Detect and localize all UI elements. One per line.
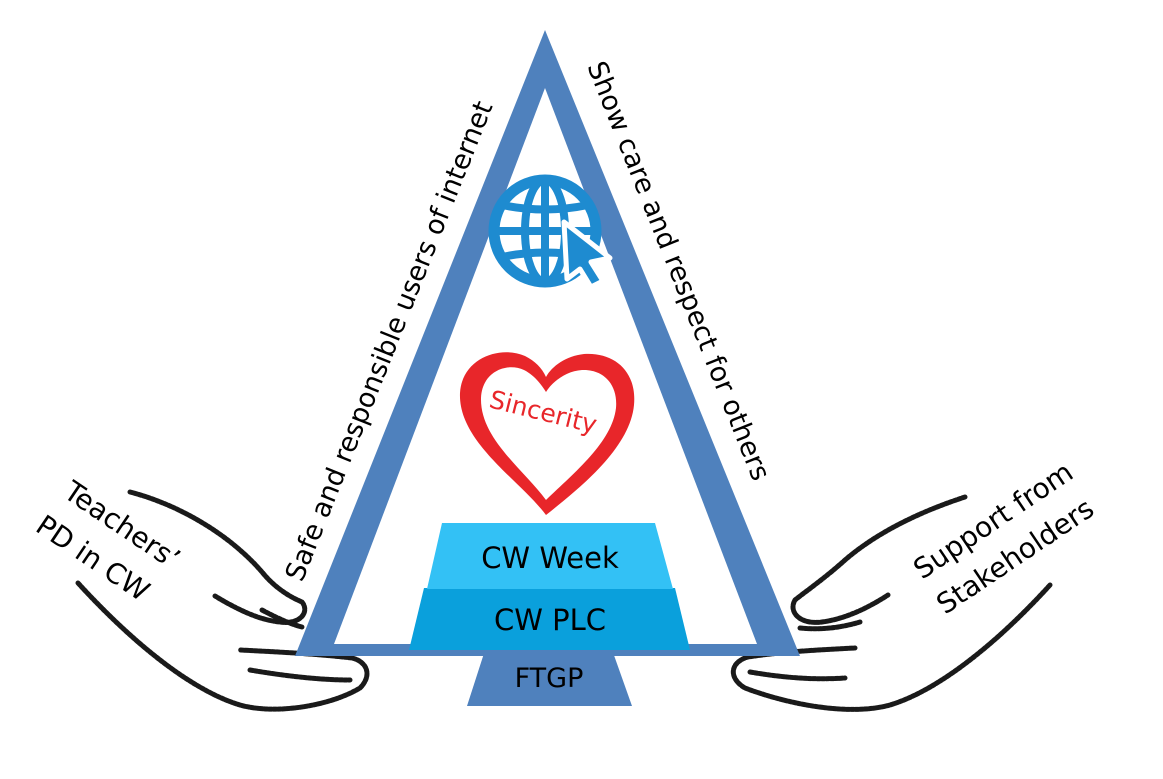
right-lower-hand-finger xyxy=(747,669,848,682)
right-upper-hand xyxy=(790,494,968,625)
left-lower-hand-finger xyxy=(247,667,353,683)
tier-top-label: CW Week xyxy=(481,541,619,575)
tier-middle xyxy=(409,588,690,650)
left-upper-hand xyxy=(127,489,308,625)
heart-icon: Sincerity xyxy=(459,352,635,515)
tier-stack: FTGP CW PLC CW Week xyxy=(409,523,690,706)
tier-top xyxy=(427,523,673,589)
right-upper-hand-finger xyxy=(797,619,863,632)
left-upper-hand-finger xyxy=(259,607,305,630)
right-hand-label: Support from Stakeholders xyxy=(907,455,1099,621)
triangle-inner xyxy=(334,88,757,644)
cursor-icon xyxy=(561,219,613,290)
tier-base xyxy=(467,644,632,706)
left-hand-label: Teachers’ PD in CW xyxy=(30,474,186,608)
tier-middle-label: CW PLC xyxy=(494,603,606,637)
globe-with-cursor-icon xyxy=(488,174,613,290)
tier-base-label: FTGP xyxy=(515,663,584,694)
